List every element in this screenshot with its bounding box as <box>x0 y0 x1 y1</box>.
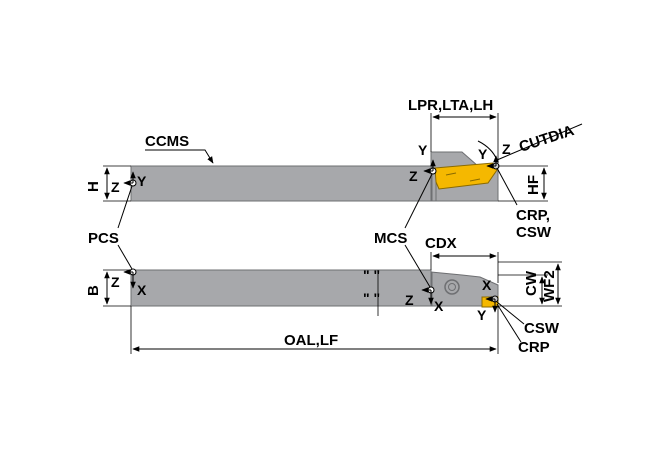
dim-wf2: WF2 <box>541 270 558 302</box>
dim-lpr-lta-lh: LPR,LTA,LH <box>408 97 493 114</box>
label-ccms: CCMS <box>145 133 189 150</box>
break-mark-upper: " " <box>363 267 380 283</box>
axis-z-mcs-top: Z <box>409 168 418 184</box>
axis-y-crp-top: Y <box>478 146 488 162</box>
dim-cw: CW <box>523 270 540 296</box>
dim-oal-lf: OAL,LF <box>284 332 338 349</box>
label-mcs: MCS <box>374 230 407 247</box>
top-view: Y Z Y Z Y Z H HF LPR,LTA,LH CUTDIA CCMS <box>85 97 583 241</box>
label-csw: CSW <box>524 320 560 337</box>
axis-y-mcs-top: Y <box>418 142 428 158</box>
head-body-side <box>430 271 499 307</box>
clamp-screw-side <box>444 279 460 295</box>
dim-cutdia: CUTDIA <box>517 122 576 156</box>
label-crp: CRP <box>518 339 550 356</box>
axis-z-pcs-side: Z <box>111 274 120 290</box>
coordinate-system-labels: PCS MCS <box>88 173 433 288</box>
dim-h: H <box>85 181 102 192</box>
label-pcs: PCS <box>88 230 119 247</box>
axis-z-pcs-top: Z <box>111 179 120 195</box>
axis-x-mcs-side: X <box>434 298 444 314</box>
side-view: " " " " Z X Z X X Y B CDX CW <box>85 235 562 356</box>
label-crp-csw-2: CSW <box>516 224 552 241</box>
axis-x-pcs-side: X <box>137 282 147 298</box>
dim-cdx: CDX <box>425 235 457 252</box>
axis-y-crp-side: Y <box>477 307 487 323</box>
axis-z-crp-top: Z <box>502 141 511 157</box>
insert-top <box>434 162 498 190</box>
shank-body-top <box>130 165 432 202</box>
shank-body-side <box>130 269 432 307</box>
dim-b: B <box>85 285 102 296</box>
break-mark-lower: " " <box>363 290 380 306</box>
axis-y-pcs-top: Y <box>137 173 147 189</box>
axis-z-mcs-side: Z <box>405 292 414 308</box>
dim-hf: HF <box>525 175 542 195</box>
label-crp-csw-1: CRP, <box>516 207 550 224</box>
axis-x-crp-side: X <box>482 277 492 293</box>
